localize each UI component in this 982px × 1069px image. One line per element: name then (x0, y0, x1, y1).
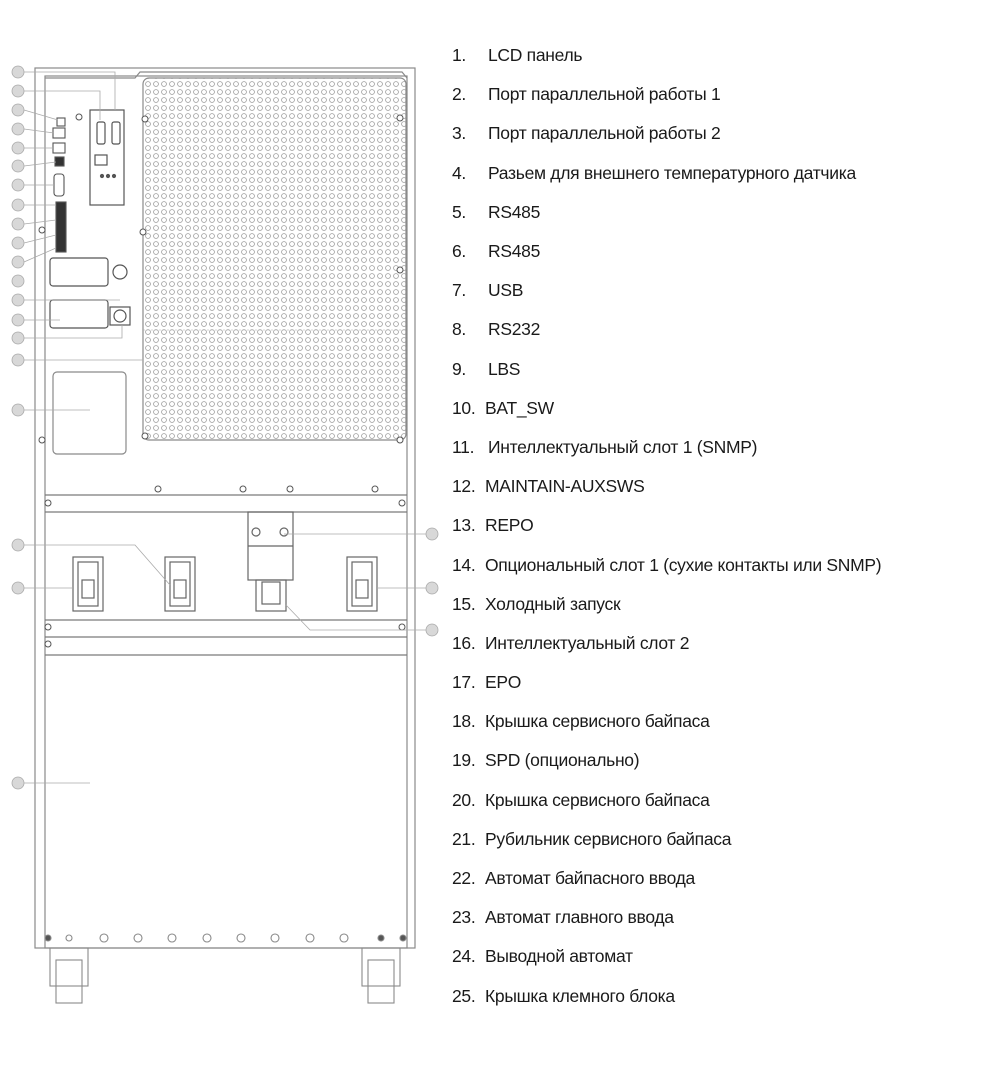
legend-item-7: 7. USB (452, 271, 982, 310)
legend-item-11: 11. Интеллектуальный слот 1 (SNMP) (452, 428, 982, 467)
legend-number: 6. (452, 241, 466, 262)
legend-item-5: 5. RS485 (452, 193, 982, 232)
legend-label: LBS (488, 358, 521, 379)
legend-item-13: 13. REPO (452, 506, 982, 545)
caster-left (49, 947, 89, 1004)
slots-and-switches (49, 257, 131, 329)
legend-number: 11. (452, 436, 475, 457)
legend-label: Порт параллельной работы 1 (488, 84, 721, 105)
legend-number: 15. (452, 593, 476, 614)
legend-item-17: 17. EPO (452, 663, 982, 702)
legend-label: LCD панель (488, 45, 583, 66)
legend-label: REPO (485, 515, 534, 536)
legend-label: Интеллектуальный слот 2 (485, 632, 690, 653)
legend-label: RS232 (488, 319, 541, 340)
legend-label: Автомат главного ввода (485, 907, 674, 928)
legend-item-2: 2. Порт параллельной работы 1 (452, 75, 982, 114)
service-bypass-switch (247, 511, 294, 612)
legend-item-20: 20. Крышка сервисного байпаса (452, 781, 982, 820)
legend-number: 9. (452, 358, 466, 379)
legend-label: Холодный запуск (485, 593, 621, 614)
legend-label: Рубильник сервисного байпаса (485, 828, 732, 849)
legend-item-4: 4. Разьем для внешнего температурного дат… (452, 154, 982, 193)
legend-label: RS485 (488, 201, 541, 222)
legend-label: Крышка сервисного байпаса (485, 789, 710, 810)
legend-item-25: 25. Крышка клемного блока (452, 977, 982, 1016)
legend-item-19: 19. SPD (опционально) (452, 741, 982, 780)
component-legend: 1. LCD панель 2. Порт параллельной работы … (452, 36, 982, 1016)
legend-label: USB (488, 280, 524, 301)
legend-item-12: 12. MAINTAIN-AUXSWS (452, 467, 982, 506)
legend-item-22: 22. Автомат байпасного ввода (452, 859, 982, 898)
legend-label: Опциональный слот 1 (сухие контакты или … (485, 554, 882, 575)
legend-label: Крышка клемного блока (485, 985, 675, 1006)
legend-label: RS485 (488, 241, 541, 262)
breaker-main-input (72, 556, 104, 612)
legend-number: 14. (452, 554, 476, 575)
caster-right (361, 947, 401, 1004)
legend-label: MAINTAIN-AUXSWS (485, 476, 645, 497)
legend-item-6: 6. RS485 (452, 232, 982, 271)
legend-item-3: 3. Порт параллельной работы 2 (452, 114, 982, 153)
legend-item-16: 16. Интеллектуальный слот 2 (452, 624, 982, 663)
legend-number: 3. (452, 123, 466, 144)
legend-number: 19. (452, 750, 476, 771)
legend-item-9: 9. LBS (452, 350, 982, 389)
legend-item-10: 10. BAT_SW (452, 389, 982, 428)
communication-ports (52, 117, 67, 253)
breaker-output (346, 556, 378, 612)
legend-number: 2. (452, 84, 466, 105)
terminal-block-cover (44, 933, 407, 943)
legend-item-21: 21. Рубильник сервисного байпаса (452, 820, 982, 859)
legend-item-15: 15. Холодный запуск (452, 585, 982, 624)
legend-item-23: 23. Автомат главного ввода (452, 898, 982, 937)
legend-label: Интеллектуальный слот 1 (SNMP) (488, 436, 758, 457)
legend-number: 25. (452, 985, 476, 1006)
legend-label: Автомат байпасного ввода (485, 868, 695, 889)
legend-label: Порт параллельной работы 2 (488, 123, 721, 144)
legend-label: Выводной автомат (485, 946, 633, 967)
spd-cover (52, 371, 127, 455)
breaker-section (45, 494, 407, 656)
legend-label: EPO (485, 672, 522, 693)
legend-number: 17. (452, 672, 476, 693)
legend-number: 10. (452, 397, 476, 418)
legend-item-14: 14. Опциональный слот 1 (сухие контакты и… (452, 545, 982, 584)
screws (38, 113, 406, 648)
ventilation-grille (142, 77, 407, 441)
legend-label: Разьем для внешнего температурного датчи… (488, 162, 856, 183)
legend-number: 20. (452, 789, 476, 810)
legend-number: 22. (452, 868, 476, 889)
legend-label: Крышка сервисного байпаса (485, 711, 710, 732)
legend-number: 16. (452, 632, 476, 653)
legend-item-1: 1. LCD панель (452, 36, 982, 75)
legend-number: 7. (452, 280, 466, 301)
legend-item-8: 8. RS232 (452, 310, 982, 349)
legend-number: 4. (452, 162, 466, 183)
breaker-bypass-input (164, 556, 196, 612)
legend-item-18: 18. Крышка сервисного байпаса (452, 702, 982, 741)
legend-label: SPD (опционально) (485, 750, 640, 771)
callout-markers (11, 65, 439, 790)
legend-number: 23. (452, 907, 476, 928)
legend-number: 12. (452, 476, 476, 497)
legend-number: 24. (452, 946, 476, 967)
legend-number: 1. (452, 45, 466, 66)
legend-item-24: 24. Выводной автомат (452, 937, 982, 976)
legend-number: 8. (452, 319, 466, 340)
ups-rear-panel-diagram (11, 65, 439, 1004)
parallel-port-board (89, 109, 125, 206)
legend-label: BAT_SW (485, 397, 554, 418)
legend-number: 13. (452, 515, 476, 536)
legend-number: 18. (452, 711, 476, 732)
legend-number: 21. (452, 828, 476, 849)
legend-number: 5. (452, 201, 466, 222)
